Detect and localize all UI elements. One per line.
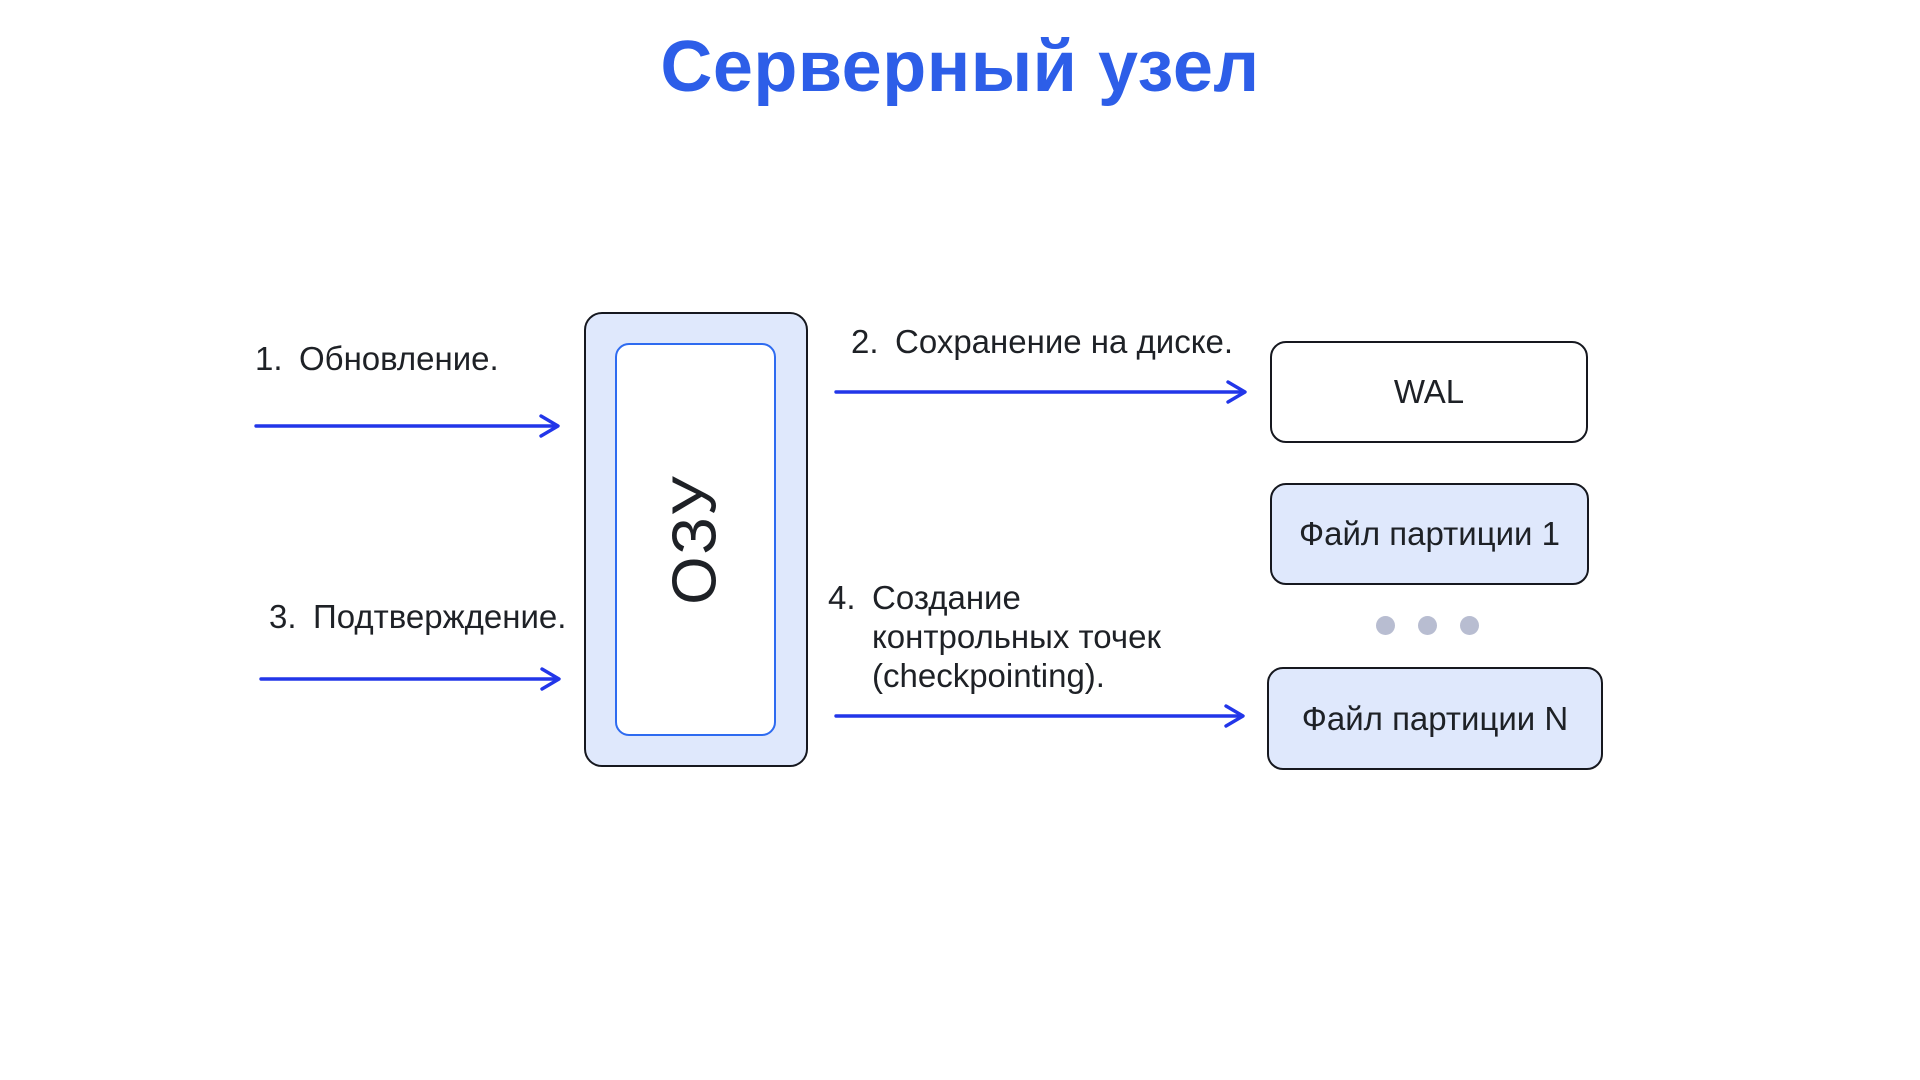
ram-box: ОЗУ xyxy=(584,312,808,767)
step-4-text: Создание контрольных точек (checkpointin… xyxy=(872,579,1161,694)
step-3-label: 3. Подтверждение. xyxy=(269,598,566,637)
arrow-right-icon xyxy=(254,414,560,438)
step-4-number: 4. xyxy=(828,579,856,616)
step-4-label: 4. Создание контрольных точек (checkpoin… xyxy=(828,579,1192,696)
arrow-right-icon xyxy=(259,667,561,691)
step-1-text: Обновление. xyxy=(299,340,499,377)
wal-box: WAL xyxy=(1270,341,1588,443)
dot-icon xyxy=(1418,616,1437,635)
ellipsis-dots-icon xyxy=(1376,616,1479,635)
ram-label: ОЗУ xyxy=(661,474,730,605)
step-2-label: 2. Сохранение на диске. xyxy=(851,323,1233,362)
step-3-number: 3. xyxy=(269,598,297,635)
step-3-text: Подтверждение. xyxy=(313,598,567,635)
step-2-number: 2. xyxy=(851,323,879,360)
partition-file-n-box: Файл партиции N xyxy=(1267,667,1603,770)
partition-file-1-box: Файл партиции 1 xyxy=(1270,483,1589,585)
partition-file-n-label: Файл партиции N xyxy=(1301,699,1569,737)
page-title: Серверный узел xyxy=(660,27,1260,107)
step-1-number: 1. xyxy=(255,340,283,377)
wal-label: WAL xyxy=(1393,373,1465,410)
partition-file-1-label: Файл партиции 1 xyxy=(1299,515,1560,552)
arrow-right-icon xyxy=(834,380,1247,404)
step-2-text: Сохранение на диске. xyxy=(895,323,1234,360)
step-1-label: 1. Обновление. xyxy=(255,340,499,379)
dot-icon xyxy=(1376,616,1395,635)
ram-inner-box: ОЗУ xyxy=(615,343,776,736)
dot-icon xyxy=(1460,616,1479,635)
arrow-right-icon xyxy=(834,704,1245,728)
